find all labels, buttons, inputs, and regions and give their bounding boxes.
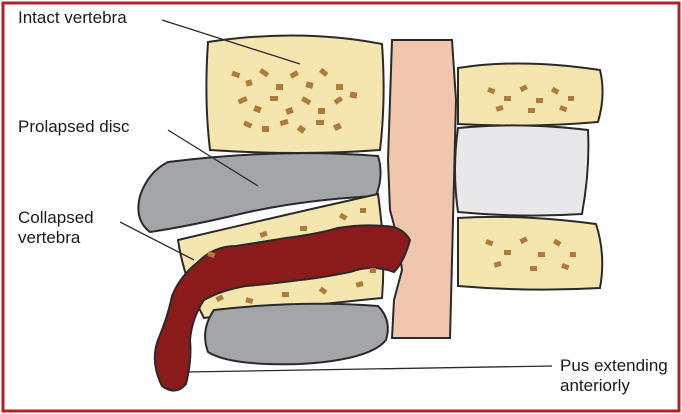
label-intact-vertebra: Intact vertebra [18,8,127,28]
posterior-element-top [458,63,603,125]
posterior-element-bottom [458,217,602,290]
spinal-cord [388,40,456,338]
lower-disc [205,304,388,365]
label-pus-extending-anteriorly: Pus extending anteriorly [560,356,668,396]
healthy-disc [455,125,588,215]
label-collapsed-vertebra: Collapsed vertebra [18,208,94,248]
label-prolapsed-disc: Prolapsed disc [18,117,130,137]
